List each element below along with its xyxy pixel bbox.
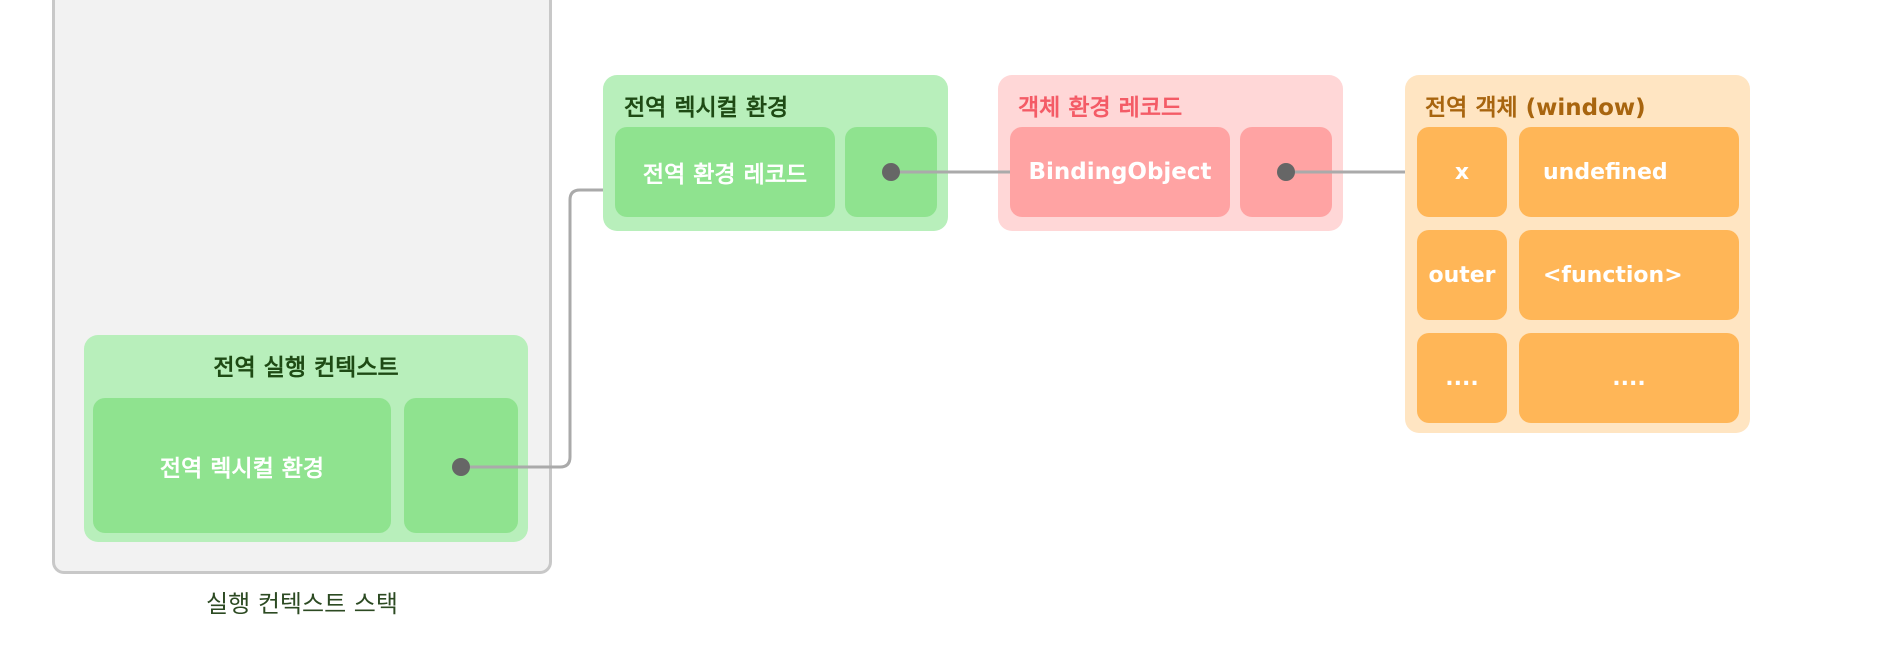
- global-object-key-x: x: [1417, 127, 1507, 217]
- global-env-record-cell: 전역 환경 레코드: [615, 127, 835, 217]
- lexical-env-pointer-dot: [882, 163, 900, 181]
- stack-caption: 실행 컨텍스트 스택: [206, 590, 398, 618]
- global-object-value-x: undefined: [1519, 127, 1739, 217]
- global-object-value-outer: <function>: [1519, 230, 1739, 320]
- context-pointer-dot: [452, 458, 470, 476]
- binding-pointer-dot: [1277, 163, 1295, 181]
- global-object-value-ellipsis: ....: [1519, 333, 1739, 423]
- global-object-key-ellipsis: ....: [1417, 333, 1507, 423]
- object-environment-record-title: 객체 환경 레코드: [1018, 95, 1183, 121]
- global-object-title: 전역 객체 (window): [1425, 95, 1646, 121]
- binding-object-cell: BindingObject: [1010, 127, 1230, 217]
- global-lexical-environment-title: 전역 렉시컬 환경: [624, 95, 789, 121]
- global-object-key-outer: outer: [1417, 230, 1507, 320]
- global-execution-context-title: 전역 실행 컨텍스트: [213, 355, 399, 381]
- context-to-lexical-env-connector: [461, 188, 603, 469]
- context-lexical-env-cell: 전역 렉시컬 환경: [93, 398, 391, 533]
